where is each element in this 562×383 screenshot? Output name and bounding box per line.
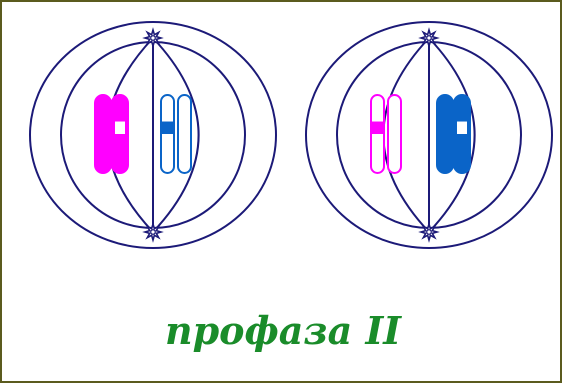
chromatid-band xyxy=(161,121,174,134)
cell-2 xyxy=(305,21,553,249)
spindle-fiber xyxy=(152,37,200,233)
chromatid xyxy=(387,94,402,174)
prophase-ii-diagram xyxy=(29,21,553,249)
centriole-center xyxy=(426,229,432,235)
star-burst-icon xyxy=(142,27,164,49)
chromosome-magenta xyxy=(370,94,402,174)
caption-title: профаза II xyxy=(164,308,402,353)
cells-layer xyxy=(29,21,553,249)
chromatid-band xyxy=(457,121,467,134)
centriole-center xyxy=(150,35,156,41)
star-burst-icon xyxy=(418,221,440,243)
cell-membrane-outer xyxy=(29,21,277,249)
star-burst-icon xyxy=(142,221,164,243)
chromatid xyxy=(94,94,112,174)
centriole-center xyxy=(426,35,432,41)
chromosome-blue xyxy=(436,94,471,174)
chromatid xyxy=(177,94,192,174)
star-burst-icon xyxy=(418,27,440,49)
cell-membrane-outer xyxy=(305,21,553,249)
chromatid xyxy=(436,94,454,174)
centriole-center xyxy=(150,229,156,235)
cell-1 xyxy=(29,21,277,249)
spindle-fiber xyxy=(428,37,476,233)
chromatid-band xyxy=(371,121,384,134)
chromosome-magenta xyxy=(94,94,129,174)
chromatid-band xyxy=(115,121,125,134)
chromosome-blue xyxy=(160,94,192,174)
